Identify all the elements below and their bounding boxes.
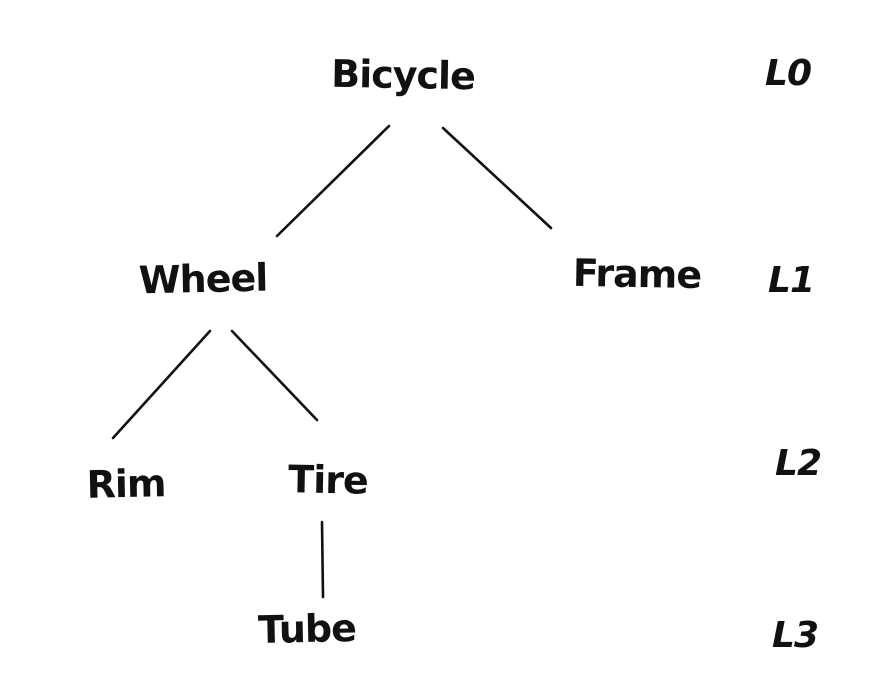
node-rim: Rim xyxy=(86,461,166,507)
edge-bicycle-frame xyxy=(441,126,553,230)
edge-wheel-tire xyxy=(230,329,319,422)
level-label-l3: L3 xyxy=(772,615,819,656)
node-frame: Frame xyxy=(572,250,702,298)
edge-bicycle-wheel xyxy=(275,124,391,238)
level-label-l1: L1 xyxy=(768,260,815,301)
level-label-l2: L2 xyxy=(775,443,822,484)
edge-tire-tube xyxy=(320,520,325,599)
level-label-l0: L0 xyxy=(765,53,812,94)
node-tire: Tire xyxy=(287,457,369,503)
node-tube: Tube xyxy=(257,605,357,653)
node-bicycle: Bicycle xyxy=(330,51,476,99)
node-wheel: Wheel xyxy=(138,255,268,303)
edge-wheel-rim xyxy=(111,329,212,440)
